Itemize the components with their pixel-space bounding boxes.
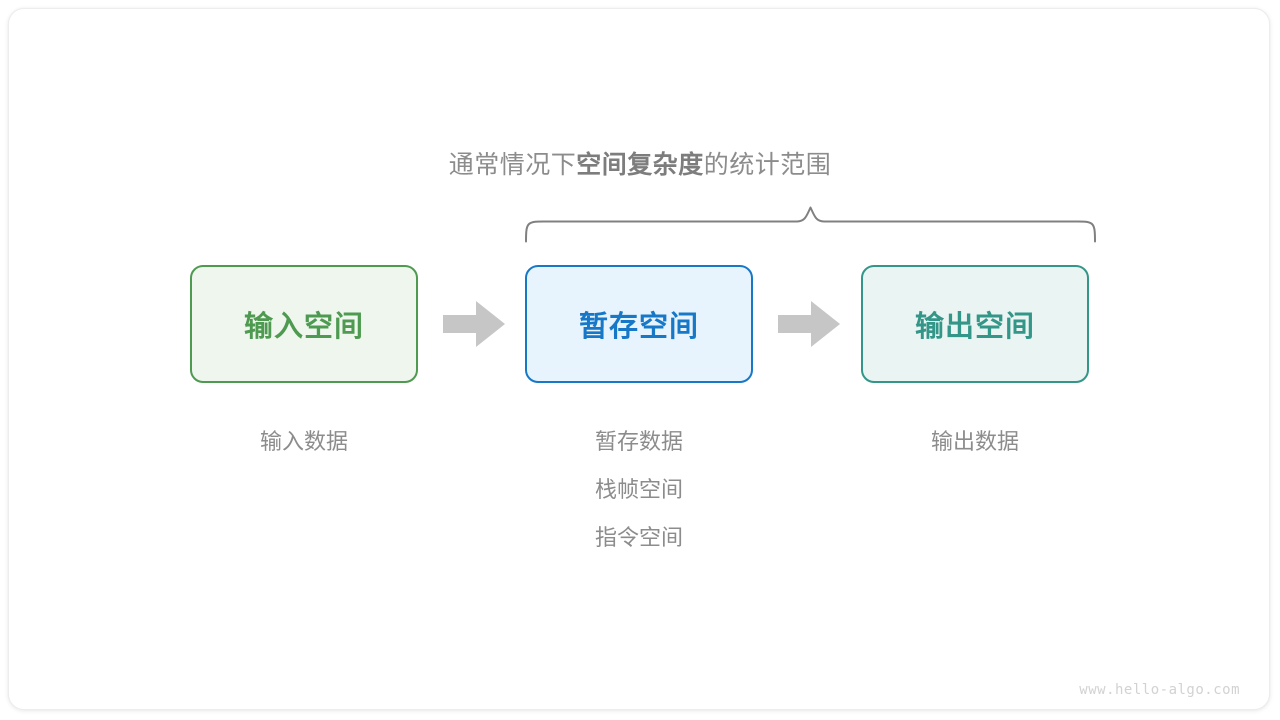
- sublabel-output-0: 输出数据: [930, 429, 1019, 454]
- caption-emphasis: 空间复杂度: [576, 151, 704, 179]
- caption-prefix: 通常情况下: [448, 151, 577, 179]
- sublabels-input: 输入数据: [164, 418, 444, 466]
- sublabel-input-0: 输入数据: [259, 429, 348, 454]
- box-output-space-label: 输出空间: [914, 311, 1035, 343]
- box-buffer-space[interactable]: 暂存空间: [525, 265, 753, 383]
- sublabels-output: 输出数据: [835, 418, 1115, 466]
- caption-suffix: 的统计范围: [703, 151, 832, 179]
- sublabel-buffer-0: 暂存数据: [594, 429, 683, 454]
- box-buffer-space-label: 暂存空间: [578, 311, 699, 343]
- arrow-right-icon-buffer-to-output: [778, 301, 840, 347]
- curly-brace: [515, 198, 1105, 259]
- box-input-space[interactable]: 输入空间: [190, 265, 418, 383]
- sublabel-buffer-2: 指令空间: [594, 525, 683, 550]
- arrow-right-icon-input-to-buffer: [443, 301, 505, 347]
- box-input-space-label: 输入空间: [243, 311, 364, 343]
- sublabel-buffer-1: 栈帧空间: [594, 477, 683, 502]
- brace-caption: 通常情况下空间复杂度的统计范围: [0, 145, 1280, 181]
- box-output-space[interactable]: 输出空间: [861, 265, 1089, 383]
- watermark: www.hello-algo.com: [1079, 682, 1240, 698]
- sublabels-buffer: 暂存数据 栈帧空间 指令空间: [499, 418, 779, 562]
